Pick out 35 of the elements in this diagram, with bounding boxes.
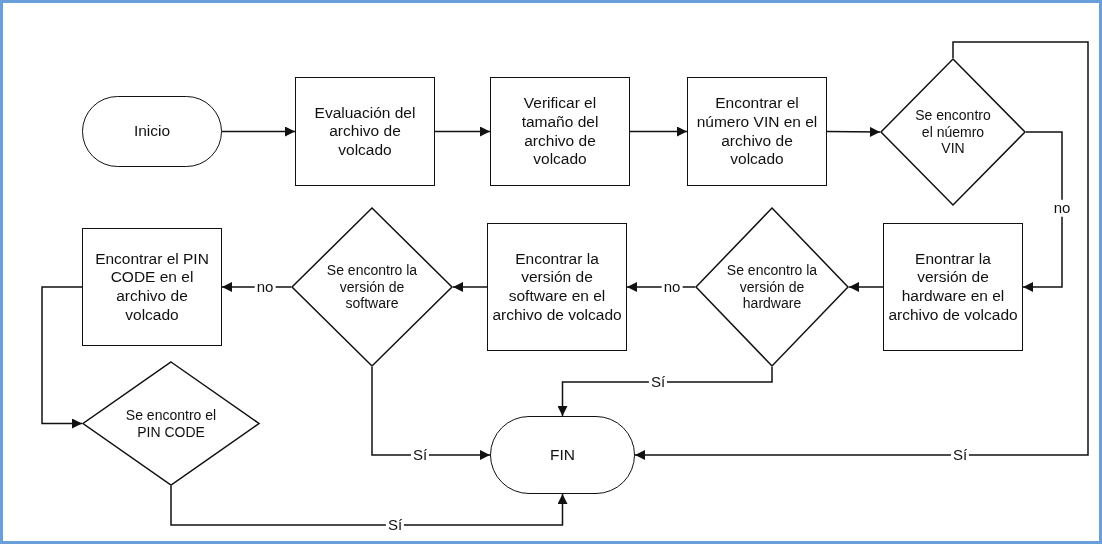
arrow [221,126,296,137]
decision-diamond [291,207,453,367]
arrow [629,126,688,137]
arrow [826,126,881,137]
arrow [41,286,83,429]
process-box [687,77,827,186]
process-box [82,228,222,346]
process-box [487,223,627,351]
process-box [883,223,1023,351]
process-box [295,77,435,186]
node-text: Se encontro la versión de software [326,261,418,313]
node-text: FIN [550,445,575,465]
arrow [170,485,568,526]
edge-label: no [1051,199,1073,217]
arrow [634,41,1089,460]
decision-diamond [880,58,1026,206]
decision-diamond [695,207,849,367]
node-text: Verificar el tamaño del archivo de volcado [520,94,600,169]
node-text: Se encontro el núemro VIN [914,106,992,158]
arrow [848,282,884,292]
arrow [452,282,488,292]
arrow [1022,131,1063,292]
arrow [557,366,773,417]
node-text: Encontrar la versión de software en el archivo de volcado [492,249,622,325]
process-box [490,77,630,186]
node-text: Evaluación del archivo de volcado [313,103,417,160]
node-text: Encontrar el número VIN en el archivo de volcado [695,94,819,169]
arrow [371,366,491,460]
node-text: Enontrar la versión de hardware en el archivo de volcado [888,249,1018,325]
decision-diamond [82,361,260,486]
node-text: Se encontro el PIN CODE [124,406,218,441]
node-text: Inicio [133,122,171,141]
arrow [434,126,491,137]
node-text: Encontrar el PIN CODE en el archivo de volcado [94,249,210,325]
node-text: Se encontro la versión de hardware [726,261,818,313]
